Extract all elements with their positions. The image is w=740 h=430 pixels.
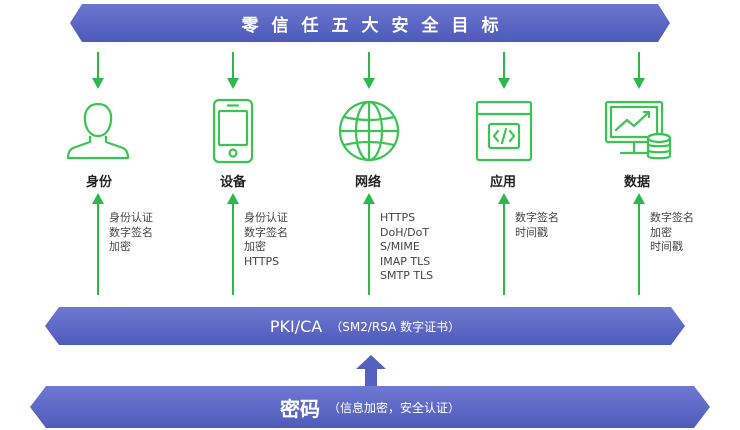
up-arrow-icon bbox=[227, 193, 239, 295]
down-arrow-icon bbox=[227, 52, 239, 89]
pillar-label: 网络 bbox=[355, 175, 382, 190]
item: IMAP TLS bbox=[380, 254, 431, 268]
up-arrow-icon bbox=[356, 355, 386, 387]
up-arrow-icon bbox=[92, 193, 104, 295]
cryptography-bar: 密码 （信息加密，安全认证） bbox=[30, 386, 710, 428]
down-arrow-icon bbox=[363, 52, 375, 89]
pki-ca-bar: PKI/CA （SM2/RSA 数字证书） bbox=[45, 307, 685, 345]
crypto-title: 密码 bbox=[279, 396, 320, 421]
item: 数字签名 bbox=[109, 225, 153, 239]
person-icon bbox=[66, 102, 130, 160]
pillar-items: 数字签名 加密 时间戳 bbox=[650, 211, 694, 255]
item: 数字签名 bbox=[244, 225, 288, 239]
item: 加密 bbox=[109, 240, 131, 253]
pki-subtitle: （SM2/RSA 数字证书） bbox=[330, 319, 461, 334]
pki-title: PKI/CA bbox=[269, 316, 323, 336]
item: 数字签名 bbox=[650, 211, 694, 224]
pillar-label: 设备 bbox=[220, 175, 247, 190]
up-arrow-icon bbox=[633, 193, 645, 295]
down-arrow-icon bbox=[633, 52, 645, 89]
item: HTTPS bbox=[380, 211, 416, 224]
pillar-items: HTTPS DoH/DoT S/MIME IMAP TLS SMTP TLS bbox=[380, 211, 433, 284]
item: HTTPS bbox=[244, 254, 280, 268]
globe-icon bbox=[338, 100, 400, 162]
monitor-chart-database-icon bbox=[604, 100, 672, 160]
down-arrow-icon bbox=[498, 52, 510, 89]
item: 加密 bbox=[650, 225, 672, 239]
smartphone-icon bbox=[212, 98, 254, 164]
item: 时间戳 bbox=[650, 240, 683, 253]
zero-trust-goals-banner: 零信任五大安全目标 bbox=[70, 4, 670, 42]
item: 身份认证 bbox=[244, 211, 288, 224]
pillar-items: 身份认证 数字签名 加密 HTTPS bbox=[244, 211, 288, 269]
item: 身份认证 bbox=[109, 211, 153, 224]
code-window-icon bbox=[475, 100, 533, 162]
item: DoH/DoT bbox=[380, 225, 430, 239]
pillar-label: 身份 bbox=[86, 175, 113, 190]
item: 时间戳 bbox=[515, 225, 548, 239]
item: SMTP TLS bbox=[380, 269, 434, 282]
item: 加密 bbox=[244, 240, 266, 253]
down-arrow-icon bbox=[92, 52, 104, 89]
item: S/MIME bbox=[380, 240, 420, 253]
pillar-label: 应用 bbox=[490, 175, 517, 190]
crypto-subtitle: （信息加密，安全认证） bbox=[327, 400, 460, 415]
pillar-items: 数字签名 时间戳 bbox=[515, 211, 559, 240]
up-arrow-icon bbox=[363, 193, 375, 295]
pillar-label: 数据 bbox=[624, 175, 651, 190]
banner-title: 零信任五大安全目标 bbox=[241, 15, 512, 36]
item: 数字签名 bbox=[515, 211, 559, 224]
up-arrow-icon bbox=[498, 193, 510, 295]
pillar-items: 身份认证 数字签名 加密 bbox=[109, 211, 153, 255]
